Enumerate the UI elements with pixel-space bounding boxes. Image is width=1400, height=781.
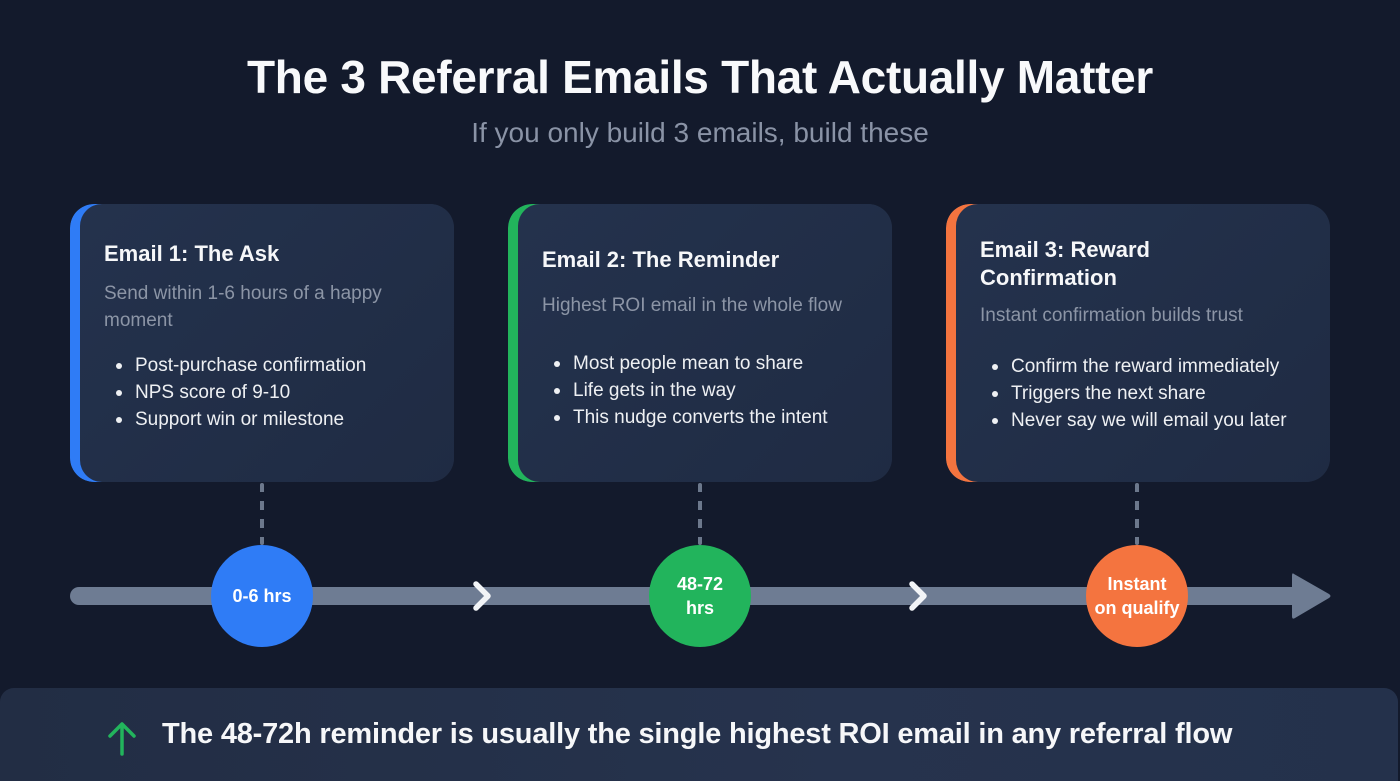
timeline-node-instant: Instant on qualify <box>1086 545 1188 647</box>
card-title: Email 3: Reward Confirmation <box>980 236 1310 292</box>
card-bullet: Post-purchase confirmation <box>114 352 434 379</box>
card-bullet: Confirm the reward immediately <box>990 353 1310 380</box>
card-bullet-list: Post-purchase confirmation NPS score of … <box>104 352 434 433</box>
arrow-right-icon <box>1292 573 1331 619</box>
arrow-up-icon <box>108 722 136 756</box>
card-title-line: Confirmation <box>980 265 1117 290</box>
card-bullet-list: Confirm the reward immediately Triggers … <box>980 353 1310 434</box>
chevron-right-icon <box>909 581 927 611</box>
connector-dashed-line <box>698 483 702 545</box>
chevron-right-icon <box>473 581 491 611</box>
card-body: Email 3: Reward Confirmation Instant con… <box>956 204 1330 482</box>
node-label: 0-6 hrs <box>232 586 292 606</box>
card-subtitle: Highest ROI email in the whole flow <box>542 295 842 316</box>
card-title: Email 1: The Ask <box>104 241 280 266</box>
page-subtitle: If you only build 3 emails, build these <box>471 117 929 148</box>
node-label: on qualify <box>1094 598 1180 618</box>
timeline-node-0-6-hrs: 0-6 hrs <box>211 545 313 647</box>
card-title: Email 2: The Reminder <box>542 247 780 272</box>
node-label: Instant <box>1107 574 1167 594</box>
timeline-node-48-72-hrs: 48-72 hrs <box>649 545 751 647</box>
card-body: Email 2: The Reminder Highest ROI email … <box>518 204 892 482</box>
card-bullet: Life gets in the way <box>552 377 872 404</box>
node-label: hrs <box>685 598 714 618</box>
card-bullet: This nudge converts the intent <box>552 404 872 431</box>
card-bullet: Never say we will email you later <box>990 407 1310 434</box>
card-subtitle: Send within 1-6 hours of a happy moment <box>104 283 382 331</box>
card-subtitle: Instant confirmation builds trust <box>980 305 1243 326</box>
email-card-2: Email 2: The Reminder Highest ROI email … <box>508 204 892 482</box>
card-bullet: Most people mean to share <box>552 350 872 377</box>
page-title: The 3 Referral Emails That Actually Matt… <box>247 51 1153 103</box>
email-card-3: Email 3: Reward Confirmation Instant con… <box>946 204 1330 482</box>
callout-banner <box>0 688 1398 781</box>
card-bullet: NPS score of 9-10 <box>114 379 434 406</box>
card-body: Email 1: The Ask Send within 1-6 hours o… <box>80 204 454 482</box>
node-label: 48-72 <box>676 574 724 594</box>
card-title-line: Email 3: Reward <box>980 237 1150 262</box>
connector-dashed-line <box>1135 483 1139 545</box>
connector-dashed-line <box>260 483 264 545</box>
callout-text: The 48-72h reminder is usually the singl… <box>162 718 1233 750</box>
email-card-1: Email 1: The Ask Send within 1-6 hours o… <box>70 204 454 482</box>
card-bullet: Support win or milestone <box>114 406 434 433</box>
card-bullet: Triggers the next share <box>990 380 1310 407</box>
card-bullet-list: Most people mean to share Life gets in t… <box>542 350 872 431</box>
